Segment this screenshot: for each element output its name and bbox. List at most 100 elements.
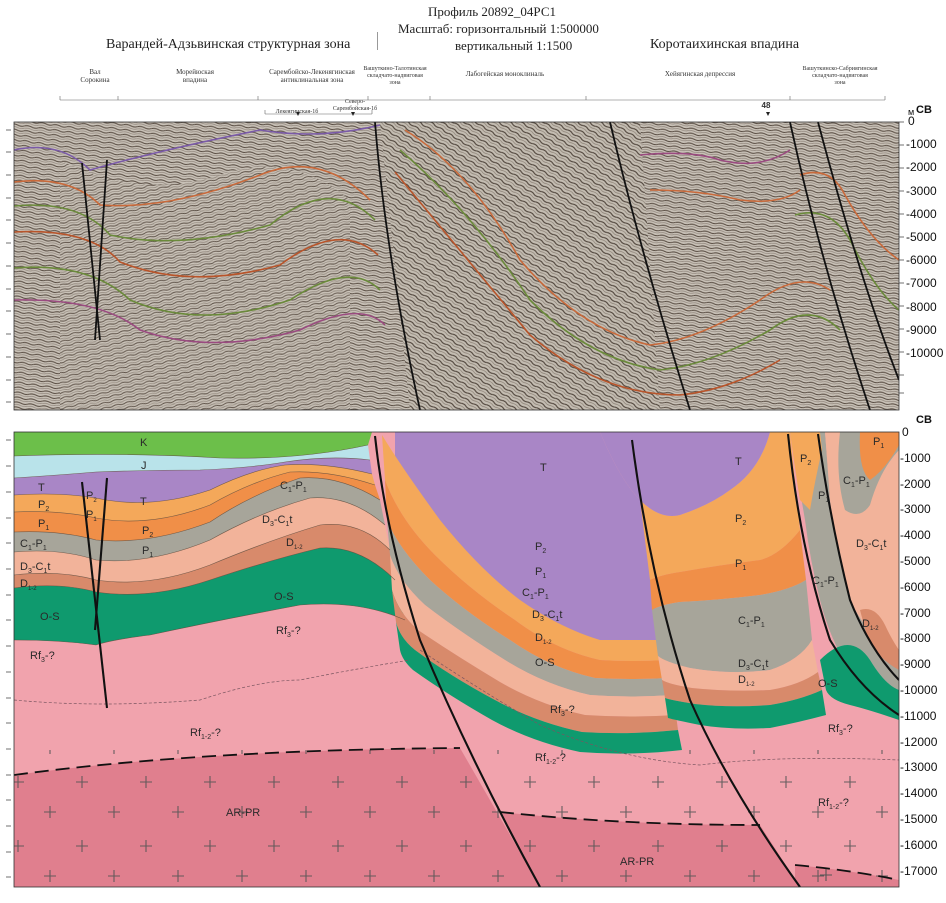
depth-tick-label: -13000 xyxy=(900,760,938,775)
layer-d12-farright xyxy=(860,609,899,670)
layer-os-right xyxy=(665,690,826,729)
left-ticks xyxy=(6,129,11,878)
label-p2-left: P2 xyxy=(38,499,49,513)
depth-tick-label: -5000 xyxy=(906,230,937,244)
label-rf12-mid: Rf1-2-? xyxy=(535,752,566,766)
label-cp-farright: C1-P1 xyxy=(812,575,839,589)
label-dc-left2: D3-C1t xyxy=(262,514,292,528)
depth-tick-label: -16000 xyxy=(900,837,938,852)
label-d12-left2: D1-2 xyxy=(286,537,303,551)
label-cp-left: C1-P1 xyxy=(20,538,47,552)
label-p1-right: P1 xyxy=(735,558,746,572)
header-divider xyxy=(377,32,378,50)
label-dc-mid: D3-C1t xyxy=(532,609,562,623)
label-p1-left2: P1 xyxy=(142,545,153,559)
label-arpr-mid: AR-PR xyxy=(620,856,654,868)
label-os-left: O-S xyxy=(40,611,60,623)
layer-cp-farright xyxy=(790,432,899,700)
depth-tick-label: 0 xyxy=(902,425,909,439)
label-dc-right: D3-C1t xyxy=(738,658,768,672)
label-p2-sliver: P2 xyxy=(86,490,97,504)
layer-d12-mid xyxy=(392,590,678,734)
layer-k-left xyxy=(14,432,372,459)
layer-os-mid xyxy=(396,622,682,754)
scale-horizontal: Масштаб: горизонтальный 1:500000 xyxy=(398,21,599,36)
label-rf12-left: Rf1-2-? xyxy=(190,727,221,741)
geology-labels: K J T T T T P2 P1 P2 P1 P2 P1 P2 P1 P2 P… xyxy=(20,436,886,868)
zone-title-left: Варандей-Адзьвинская структурная зона xyxy=(106,37,351,52)
label-p1-sliver: P1 xyxy=(86,509,97,523)
depth-tick-label: -4000 xyxy=(906,206,937,221)
label-j: J xyxy=(141,460,147,472)
layer-p1-left xyxy=(14,471,380,541)
zone-label-kheyaga: Хейягинская депрессия xyxy=(664,70,736,78)
depth-tick-label: -15000 xyxy=(900,812,938,826)
label-p2-mid: P2 xyxy=(535,541,546,555)
label-cp-left2: C1-P1 xyxy=(280,480,307,494)
depth-tick-label: -5000 xyxy=(900,554,931,568)
layer-cp-mid xyxy=(387,520,672,697)
depth-tick-label: -17000 xyxy=(900,863,938,878)
label-rf3-right: Rf3-? xyxy=(828,723,853,737)
label-d12-mid: D1-2 xyxy=(535,632,552,646)
depth-tick-label: -8000 xyxy=(900,631,931,646)
scale-vertical: вертикальный 1:1500 xyxy=(455,38,573,53)
label-p1-farright2: P1 xyxy=(818,490,829,504)
depth-tick-label: -6000 xyxy=(900,579,931,594)
geology-direction-label: СВ xyxy=(916,414,932,426)
label-p1-mid: P1 xyxy=(535,566,546,580)
label-cp-mid: C1-P1 xyxy=(522,587,549,601)
label-dc-left: D3-C1t xyxy=(20,561,50,575)
seismic-direction-label: СВ xyxy=(916,104,932,116)
label-rf3-left: Rf3-? xyxy=(30,650,55,664)
label-p1-left: P1 xyxy=(38,518,49,532)
zone-title-right: Коротаихинская впадина xyxy=(650,37,800,52)
label-arpr-left: AR-PR xyxy=(226,807,260,819)
depth-tick-label: -2000 xyxy=(900,476,931,491)
depth-tick-label: -11000 xyxy=(900,708,937,723)
label-os-left2: O-S xyxy=(274,591,294,603)
label-d12-right: D1-2 xyxy=(738,674,755,688)
zone-brackets xyxy=(59,96,886,115)
seismic-unit-label: м xyxy=(908,107,915,117)
label-rf12-right: Rf1-2-? xyxy=(818,797,849,811)
depth-tick-label: -2000 xyxy=(906,160,937,175)
seismic-frame xyxy=(13,121,900,411)
layer-cp-right xyxy=(652,580,812,673)
label-t-left: T xyxy=(38,482,45,494)
well-label-48: 48 xyxy=(761,101,771,110)
label-rf3-mid: Rf3-? xyxy=(550,704,575,718)
label-p2-farright: P2 xyxy=(800,453,811,467)
label-os-right: O-S xyxy=(818,678,838,690)
label-t-mid: T xyxy=(540,462,547,474)
label-dc-farright: D3-C1t xyxy=(856,538,886,552)
layer-t-mid xyxy=(395,432,660,649)
depth-tick-label: -6000 xyxy=(906,253,937,268)
zone-label-labogey: Лабогейская моноклиналь xyxy=(465,70,545,78)
depth-tick-label: -1000 xyxy=(900,450,931,465)
label-t-left2: T xyxy=(140,496,147,508)
layer-os-left xyxy=(14,547,405,645)
layer-p2-right xyxy=(640,432,800,580)
geology-panel xyxy=(14,432,899,887)
layer-cp-left xyxy=(14,477,385,561)
depth-tick-label: -7000 xyxy=(906,276,937,291)
profile-title: Профиль 20892_04РС1 xyxy=(428,4,556,19)
depth-tick-label: -1000 xyxy=(906,137,937,152)
label-d12-farright: D1-2 xyxy=(862,618,879,632)
depth-tick-label: -9000 xyxy=(906,322,937,337)
layer-d12-right xyxy=(662,672,822,707)
layer-p1-farright xyxy=(859,432,899,480)
layer-dc-mid xyxy=(390,555,676,717)
label-cp-farright2: C1-P1 xyxy=(843,475,870,489)
depth-tick-label: -3000 xyxy=(900,502,931,517)
depth-tick-label: -10000 xyxy=(906,346,944,360)
right-ticks xyxy=(899,121,904,394)
well-label-severo-sarembo: Северо-Сарембойская-1б xyxy=(332,99,378,112)
depth-tick-label: 0 xyxy=(908,114,915,128)
